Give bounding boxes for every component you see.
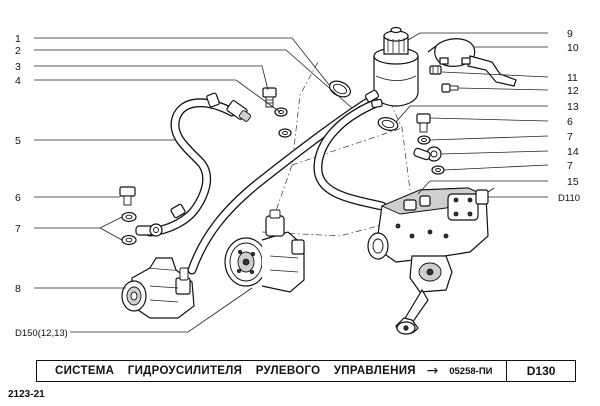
section-code: D130 <box>506 361 575 381</box>
callout-10: 10 <box>567 42 579 54</box>
callout-12: 12 <box>567 85 579 97</box>
reservoir-bracket-10 <box>427 38 517 87</box>
callout-3: 3 <box>15 61 21 73</box>
clamp-13 <box>377 117 399 131</box>
callout-5: 5 <box>15 135 21 147</box>
bolt-12 <box>441 83 459 93</box>
hose-set <box>145 97 387 275</box>
model-number: 2123-21 <box>8 389 45 400</box>
banjo-fitting-14 <box>413 146 442 162</box>
clamp-hose-5-top <box>206 92 220 108</box>
hose-5 <box>145 98 237 237</box>
callout-1: 1 <box>15 33 21 45</box>
washer-upper-pair <box>274 107 292 138</box>
callout-d150: D150(12,13) <box>15 328 68 339</box>
clamp-hose-5-bottom <box>170 203 186 219</box>
callout-7-left: 7 <box>15 223 21 235</box>
power-steering-pump-8 <box>121 257 195 319</box>
callout-d110: D110 <box>558 193 580 204</box>
reference-code: 05258-ПИ <box>449 365 493 377</box>
callout-7-right-b: 7 <box>567 160 573 172</box>
callout-4: 4 <box>15 75 21 87</box>
pump-pulley-assembly <box>224 209 305 293</box>
banjo-bolt-3 <box>262 87 277 108</box>
steering-gear-box <box>367 187 495 335</box>
banjo-bolt-6-right <box>416 113 431 133</box>
right-arrow-icon: → <box>426 363 439 379</box>
callout-15: 15 <box>567 176 579 188</box>
callout-labels: 1 2 3 4 5 6 7 8 D150(12,13) 9 10 11 12 1… <box>15 28 580 339</box>
callout-8: 8 <box>15 283 21 295</box>
nut-11 <box>429 65 442 75</box>
washers-7-left <box>121 211 137 246</box>
callout-7-right-a: 7 <box>567 131 573 143</box>
banjo-bolt-6-left <box>119 186 136 206</box>
reservoir-9 <box>364 26 419 109</box>
callout-13: 13 <box>567 101 579 113</box>
washer-7-right-upper <box>417 135 431 145</box>
clamp-1 <box>329 80 351 98</box>
hose-5-banjo-fitting <box>135 223 163 237</box>
leader-lines <box>34 32 549 333</box>
callout-9: 9 <box>567 28 573 40</box>
callout-6-right: 6 <box>567 116 573 128</box>
callout-6-left: 6 <box>15 192 21 204</box>
washer-7-right-lower <box>431 165 445 175</box>
diagram-title: СИСТЕМА ГИДРОУСИЛИТЕЛЯ РУЛЕВОГО УПРАВЛЕН… <box>55 365 416 377</box>
title-block: СИСТЕМА ГИДРОУСИЛИТЕЛЯ РУЛЕВОГО УПРАВЛЕН… <box>36 360 576 382</box>
callout-11: 11 <box>567 72 578 84</box>
callout-2: 2 <box>15 45 21 57</box>
assembly-dash-lines <box>261 61 411 237</box>
return-hose <box>313 99 387 211</box>
callout-14: 14 <box>567 146 579 158</box>
hose-clamps <box>170 80 399 219</box>
hose-5-end-fitting <box>226 100 252 122</box>
